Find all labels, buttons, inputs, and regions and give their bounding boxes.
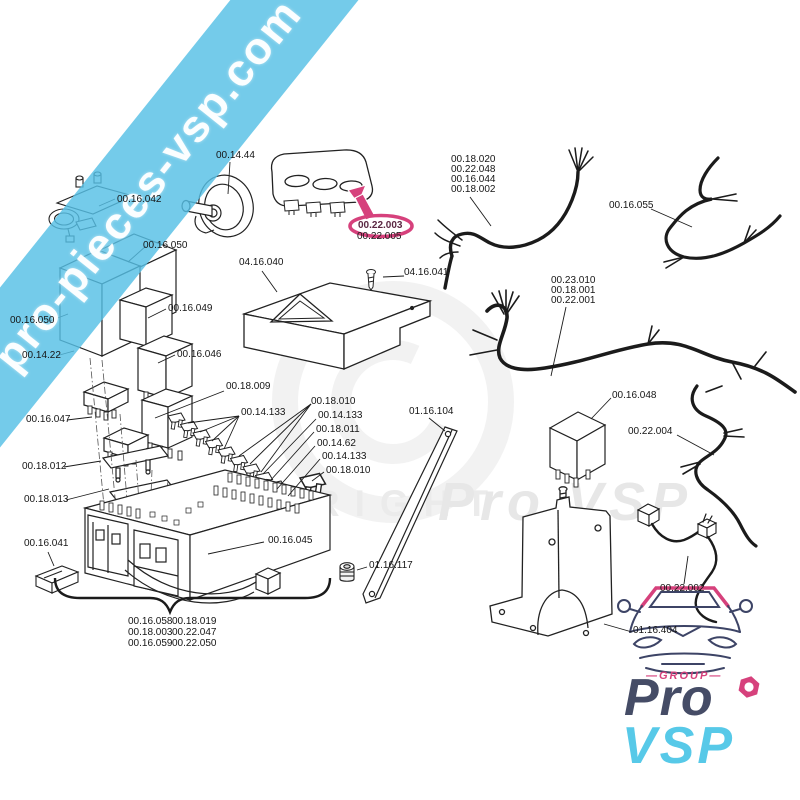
part-number-label: 00.16.046: [177, 349, 222, 360]
part-number-label: 00.18.020: [451, 154, 496, 165]
part-number-label: 00.18.002: [451, 184, 496, 195]
logo-vsp-text: VSP: [622, 717, 736, 775]
part-number-label: 00.16.042: [117, 194, 162, 205]
part-number-label: 01.16.104: [409, 406, 454, 417]
car-roof-accent: [640, 586, 730, 608]
part-number-label: 00.22.048: [451, 164, 496, 175]
provsp-logo: —GROUP— Pro VSP: [608, 576, 788, 786]
part-number-label: 00.22.005: [357, 231, 402, 242]
highlight-ellipse: [348, 213, 414, 239]
fuse-box-drawing: [82, 469, 333, 604]
harness-main-drawing: [469, 289, 797, 394]
relay-00-16-048-drawing: [548, 411, 607, 488]
part-number-label: 00.18.009: [226, 381, 271, 392]
logo-group-text: —GROUP—: [646, 670, 723, 682]
logo-pro-text: Pro: [624, 669, 714, 727]
car-logo-drawing: [617, 586, 753, 675]
part-number-label: 04.16.041: [404, 267, 449, 278]
harness-00-22-004-drawing: [680, 384, 758, 548]
grouping-brace: [53, 577, 332, 616]
spade-fuse-drawing: [34, 565, 80, 594]
part-number-label: 00.16.059: [128, 638, 173, 649]
part-number-label: 00.18.013: [24, 494, 69, 505]
triangle-box-drawing: [241, 282, 433, 370]
part-number-label: 00.22.004: [628, 426, 673, 437]
part-number-label: 00.14.133: [322, 451, 367, 462]
part-number-label: 00.22.050: [172, 638, 217, 649]
part-number-label: 00.22.001: [551, 295, 596, 306]
part-number-label: 00.16.058: [128, 616, 173, 627]
part-number-label: 00.18.012: [22, 461, 67, 472]
part-number-label: 00.18.011: [316, 424, 360, 435]
bracket-drawing: [489, 486, 613, 637]
grommet-drawing: [339, 562, 355, 582]
part-number-label: 01.16.117: [369, 560, 413, 571]
highlighted-part-number: 00.22.003: [358, 220, 403, 231]
part-number-label: 00.16.047: [26, 414, 71, 425]
part-number-label: 01.16.404: [633, 625, 678, 636]
harness-top-drawing: [434, 147, 594, 290]
part-number-label: 00.16.045: [268, 535, 313, 546]
part-number-label: 00.14.133: [318, 410, 363, 421]
part-number-label: 00.16.055: [609, 200, 654, 211]
highlight-marker: [347, 184, 414, 239]
part-number-label: 00.18.003: [128, 627, 173, 638]
harness-00-16-055-drawing: [663, 156, 782, 269]
part-number-label: 00.14.133: [241, 407, 286, 418]
part-number-label: 00.22.047: [172, 627, 217, 638]
part-number-label: 00.18.010: [326, 465, 371, 476]
screw-drawing: [366, 269, 376, 291]
cable-00-22-002-drawing: [636, 503, 718, 624]
part-number-label: 00.16.048: [612, 390, 657, 401]
part-number-label: 00.16.050: [143, 240, 188, 251]
switch-pod-drawing: [270, 149, 374, 217]
part-number-label: 00.18.001: [551, 285, 596, 296]
part-number-label: 00.16.050: [10, 315, 55, 326]
part-number-label: 00.16.041: [24, 538, 69, 549]
part-number-label: 00.14.62: [317, 438, 356, 449]
part-number-label: 00.14.22: [22, 350, 61, 361]
part-number-label: 00.18.019: [172, 616, 217, 627]
part-number-label: 00.16.044: [451, 174, 496, 185]
part-number-label: 00.23.010: [551, 275, 596, 286]
part-number-label: 00.14.44: [216, 150, 255, 161]
part-number-label: 00.18.010: [311, 396, 356, 407]
hex-nut-icon: [736, 674, 762, 705]
part-number-label: 04.16.040: [239, 257, 284, 268]
part-number-label: 00.22.002: [660, 583, 705, 594]
strap-drawing: [362, 426, 458, 604]
part-number-label: 00.16.049: [168, 303, 213, 314]
